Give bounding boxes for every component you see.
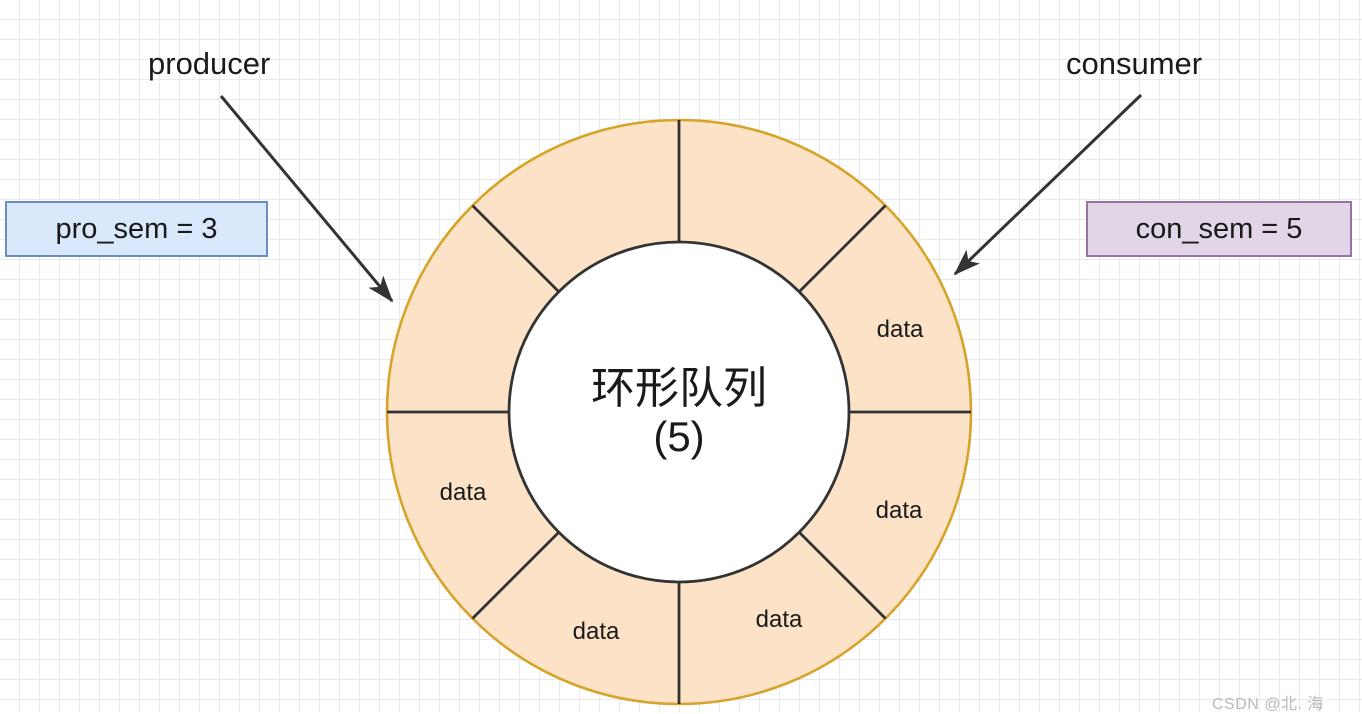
divider-315deg	[798, 204, 887, 293]
producer-arrow	[219, 95, 394, 303]
ring-inner-circle	[507, 240, 851, 584]
ring-center-text: 环形队列 (5)	[591, 364, 767, 460]
ring-center-title: 环形队列	[591, 363, 767, 413]
ring-segment-dividers	[387, 120, 971, 704]
ring-cell-label-bottom-left: data	[572, 618, 620, 645]
consumer-arrow	[953, 93, 1143, 276]
con-sem-box: con_sem = 5	[1086, 201, 1352, 257]
pro-sem-box: pro_sem = 3	[5, 201, 268, 257]
ring-cell-label-top-right: data	[876, 316, 924, 343]
csdn-watermark: CSDN @北. 海	[1212, 696, 1324, 713]
divider-225deg	[471, 204, 560, 293]
ring-center-count: (5)	[653, 413, 705, 461]
ring-cell-label-bottom-right: data	[875, 497, 923, 524]
divider-45deg	[798, 531, 887, 620]
divider-135deg	[471, 531, 560, 620]
ring-cell-label-bottom: data	[755, 606, 803, 633]
ring-cell-label-left: data	[439, 479, 487, 506]
consumer-label: consumer	[1066, 46, 1203, 81]
producer-label: producer	[148, 46, 271, 81]
